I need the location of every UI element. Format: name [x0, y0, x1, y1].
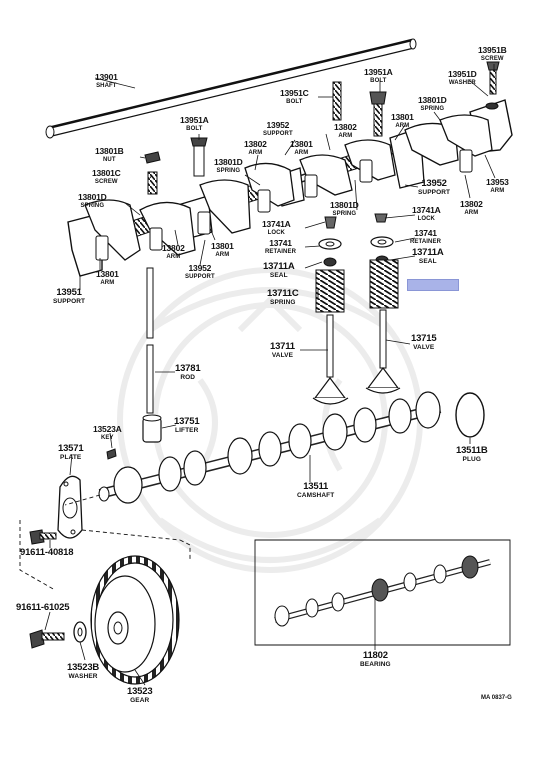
label-91611-40818: 91611-40818 [20, 547, 74, 558]
washer-hole [77, 627, 83, 637]
diagram-code: MA 0837-G [481, 695, 512, 701]
gear-bolt [29, 629, 65, 649]
push-rod-lifter [142, 267, 162, 443]
rocker-shaft [45, 38, 417, 139]
thrust-plate [57, 475, 83, 539]
label-91611-61025: 91611-61025 [16, 602, 70, 613]
bolts-and-nuts [144, 61, 500, 195]
timing-gear [90, 555, 180, 685]
key [106, 448, 117, 460]
rocker-assembly [67, 99, 513, 277]
leader-lines [44, 64, 496, 686]
phantom-lines [19, 494, 191, 591]
camshaft [98, 391, 442, 504]
bearing-box [254, 539, 511, 646]
bearing-camshaft [274, 555, 491, 627]
plug [455, 392, 485, 438]
washer [73, 621, 87, 643]
highlight-box [407, 279, 459, 291]
plate-bolt [29, 529, 57, 545]
valve-train [312, 213, 401, 405]
